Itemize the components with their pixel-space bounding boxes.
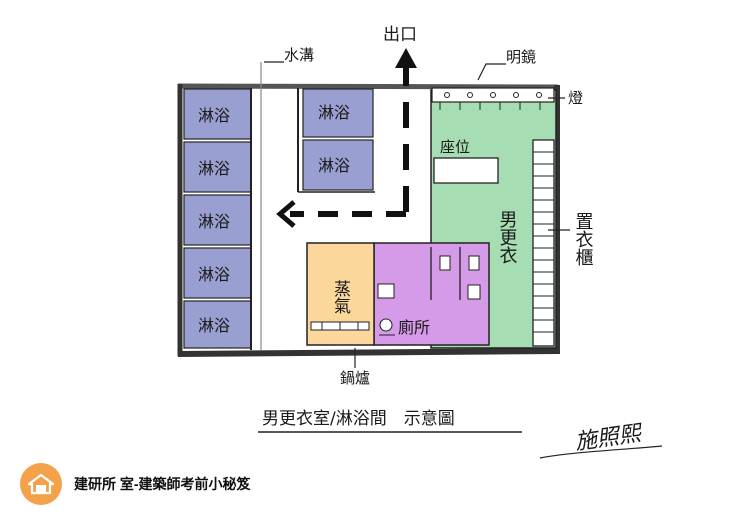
- shower-stall: [183, 141, 252, 193]
- shower-label: 淋浴: [198, 316, 230, 335]
- boiler-label: 鍋爐: [340, 369, 370, 387]
- steam-label: 蒸氣: [330, 280, 351, 314]
- seat-label: 座位: [440, 138, 470, 156]
- mirror-counter: [431, 87, 555, 110]
- diagram-title: 男更衣室/淋浴間 示意圖: [262, 409, 455, 429]
- seat-bench: [433, 157, 499, 184]
- shower-stall: [302, 88, 374, 138]
- shower-stall: [183, 88, 252, 140]
- steam-bench: [310, 321, 370, 331]
- locker-label: 置衣櫃: [573, 212, 594, 266]
- footer: 建研所 室-建築師考前小秘笈: [20, 462, 251, 506]
- shower-label: 淋浴: [318, 156, 350, 175]
- exit-arrow-head: [395, 48, 417, 68]
- toilet-fixtures: [377, 247, 481, 336]
- shower-label: 淋浴: [198, 106, 230, 125]
- shower-label: 淋浴: [198, 212, 230, 231]
- lamp-label: 燈: [568, 89, 583, 107]
- left-shower-column: [183, 88, 252, 350]
- shower-stall: [183, 194, 252, 246]
- shower-label: 淋浴: [198, 159, 230, 178]
- left-arrow-head: [276, 200, 296, 228]
- shower-label: 淋浴: [318, 103, 350, 122]
- middle-shower-column: [297, 88, 375, 193]
- circulation-path: [276, 48, 417, 228]
- mirror-label: 明鏡: [506, 48, 536, 66]
- exit-label: 出口: [383, 25, 417, 45]
- signature-stroke: [539, 445, 663, 459]
- locker-column: [532, 139, 555, 347]
- shower-stall: [302, 139, 374, 191]
- footer-text: 建研所 室-建築師考前小秘笈: [74, 476, 251, 492]
- drain-label: 水溝: [284, 46, 314, 64]
- annotation-leaders: [264, 61, 570, 368]
- toilet-label: 廁所: [398, 318, 430, 337]
- house-logo-icon: [20, 463, 62, 505]
- dressing-label: 男更衣: [497, 210, 518, 264]
- shower-label: 淋浴: [198, 265, 230, 284]
